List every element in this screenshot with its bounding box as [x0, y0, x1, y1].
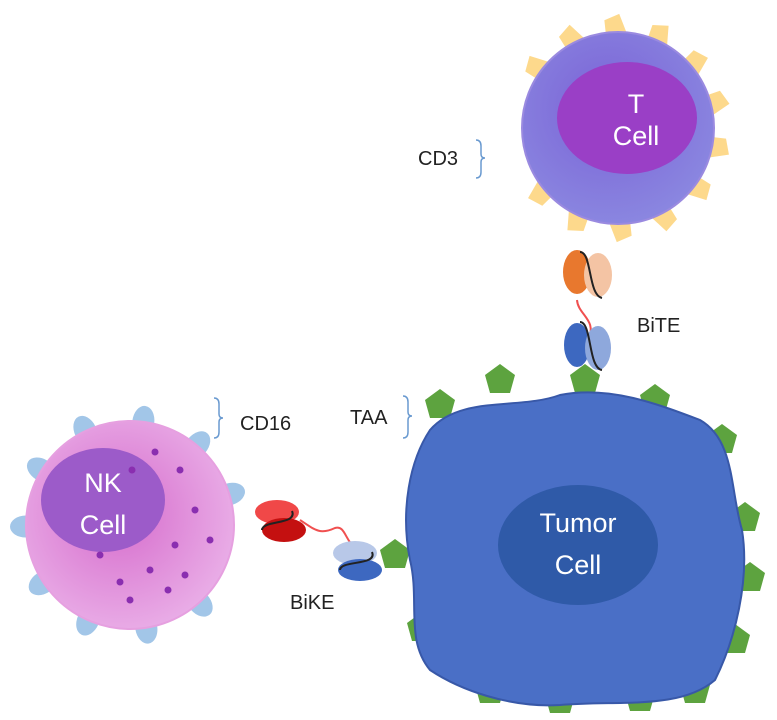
bite-cd3-arm	[563, 250, 591, 294]
granule	[116, 578, 124, 586]
t-cell-label-1: T	[628, 89, 645, 119]
tumor-cell-label-2: Cell	[555, 550, 602, 580]
bike-taa-arm-light	[333, 541, 377, 565]
granule	[128, 466, 136, 474]
granule	[164, 586, 172, 594]
bike-molecule	[255, 500, 382, 581]
bike-linker	[299, 519, 356, 549]
granule	[206, 536, 214, 544]
granule	[181, 571, 189, 579]
cd3-bracket	[475, 139, 486, 179]
bite-molecule	[563, 250, 612, 371]
t-cell-nucleus	[557, 62, 697, 174]
cd3-receptor	[649, 198, 678, 232]
nk-cell-label-2: Cell	[80, 510, 127, 540]
t-cell-label-2: Cell	[613, 121, 660, 151]
bike-cd16-arm-light	[255, 500, 299, 524]
bite-cd3-arm-light	[584, 253, 612, 297]
tumor-cell-label-1: Tumor	[539, 508, 616, 538]
taa-antigen	[380, 539, 410, 568]
cd3-label: CD3	[418, 148, 458, 170]
cd3-receptor	[558, 24, 587, 58]
bite-taa-arm	[564, 323, 590, 367]
bike-label: BiKE	[290, 592, 334, 614]
granules	[96, 448, 214, 604]
granule	[126, 596, 134, 604]
granule	[151, 448, 159, 456]
nk-cell-label-1: NK	[84, 468, 122, 498]
granule	[171, 541, 179, 549]
taa-antigen	[425, 389, 455, 418]
granule	[146, 566, 154, 574]
granule	[96, 551, 104, 559]
bite-taa-arm-light	[585, 326, 611, 370]
nk-cell-nucleus	[41, 448, 165, 552]
bite-label: BiTE	[637, 315, 680, 337]
tumor-cell-nucleus	[498, 485, 658, 605]
taa-antigen	[570, 364, 600, 393]
taa-antigen	[485, 364, 515, 393]
taa-label: TAA	[350, 407, 388, 429]
cd16-label: CD16	[240, 413, 291, 435]
granule	[191, 506, 199, 514]
granule	[176, 466, 184, 474]
cd16-bracket	[213, 397, 224, 439]
taa-bracket	[402, 395, 413, 439]
